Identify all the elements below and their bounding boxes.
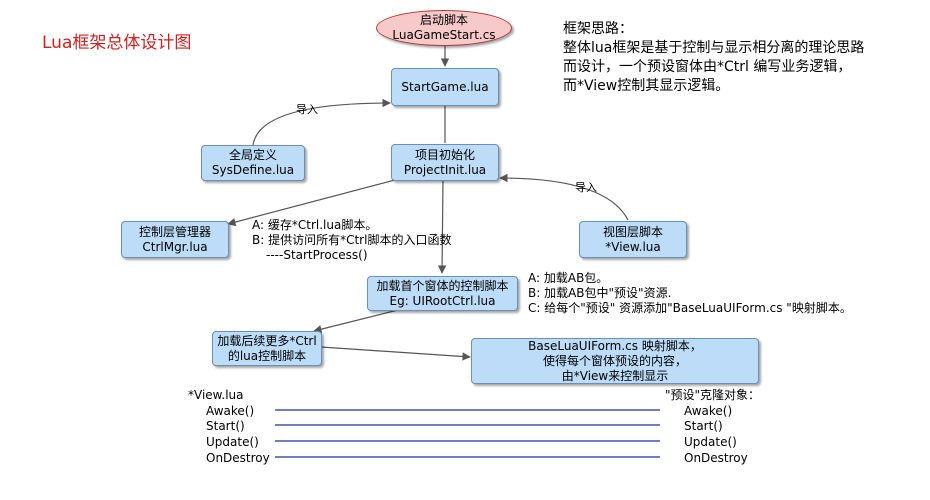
node-view: 视图层脚本 *View.lua [579, 221, 687, 258]
node-start-game: StartGame.lua [391, 68, 499, 106]
view-list-item: Update() [206, 435, 259, 450]
node-projectinit-line2: ProjectInit.lua [403, 162, 487, 177]
view-list-item: Start() [206, 419, 245, 434]
node-baselua-line1: BaseLuaUIForm.cs 映射脚本， [528, 338, 702, 353]
node-ctrlmgr-line2: CtrlMgr.lua [142, 239, 208, 254]
node-project-init: 项目初始化 ProjectInit.lua [391, 144, 499, 181]
edge-label-import-right: 导入 [575, 181, 597, 194]
node-sysdefine-line2: SysDefine.lua [211, 163, 295, 177]
arrow-sysdefine-import [252, 98, 391, 146]
notes-line-1: 整体lua框架是基于控制与显示相分离的理论思路 [563, 40, 865, 56]
node-start-line2: LuaGameStart.cs [392, 28, 496, 42]
node-start-line1: 启动脚本 [419, 13, 468, 27]
uiroot-note-c: C: 给每个"预设" 资源添加"BaseLuaUIForm.cs "映射脚本。 [528, 301, 852, 315]
prefab-list-item: Start() [684, 419, 723, 434]
prefab-list-item: Update() [684, 435, 737, 450]
ctrlmgr-note-b: B: 提供访问所有*Ctrl脚本的入口函数 [252, 233, 452, 247]
node-more-ctrl: 加载后续更多*Ctrl 的lua控制脚本 [212, 331, 322, 366]
view-list-item: Awake() [206, 403, 255, 418]
node-morectrl-line2: 的lua控制脚本 [227, 348, 307, 363]
node-base-lua-ui-form: BaseLuaUIForm.cs 映射脚本， 使得每个窗体预设的内容， 由*Vi… [471, 338, 759, 384]
ctrlmgr-note-c: ----StartProcess() [266, 248, 368, 262]
uiroot-note-a: A: 加载AB包。 [528, 271, 609, 285]
ctrlmgr-notes: A: 缓存*Ctrl.lua脚本。 B: 提供访问所有*Ctrl脚本的入口函数 … [252, 218, 451, 263]
notes-block: 框架思路： 整体lua框架是基于控制与显示相分离的理论思路 而设计，一个预设窗体… [563, 20, 864, 96]
arrow-uiroot-to-morectrl [313, 306, 411, 334]
arrow-projectinit-to-ctrlmgr [227, 179, 396, 227]
ctrlmgr-note-a: A: 缓存*Ctrl.lua脚本。 [252, 218, 378, 232]
node-projectinit-line1: 项目初始化 [414, 147, 475, 162]
node-ui-root-ctrl: 加载首个窗体的控制脚本 Eg: UIRootCtrl.lua [367, 276, 518, 311]
view-list-header: *View.lua [188, 388, 244, 402]
notes-line-2: 而设计，一个预设窗体由*Ctrl 编写业务逻辑， [563, 59, 852, 75]
view-lifecycle-list: *View.lua Awake() Start() Update() OnDes… [188, 388, 270, 467]
node-sysdefine-line1: 全局定义 [228, 148, 277, 162]
node-view-line2: *View.lua [605, 239, 661, 254]
edge-label-import-left: 导入 [296, 103, 318, 116]
arrow-projectinit-to-uiroot [437, 180, 447, 274]
uiroot-notes: A: 加载AB包。 B: 加载AB包中"预设"资源. C: 给每个"预设" 资源… [528, 271, 852, 316]
notes-heading: 框架思路： [563, 21, 633, 37]
node-ctrlmgr-line1: 控制层管理器 [138, 224, 211, 239]
node-sys-define: 全局定义 SysDefine.lua [201, 145, 305, 181]
uiroot-note-b: B: 加载AB包中"预设"资源. [528, 286, 672, 300]
diagram-title: Lua框架总体设计图 [42, 33, 192, 53]
node-lua-game-start: 启动脚本 LuaGameStart.cs [376, 10, 512, 46]
node-uiroot-line1: 加载首个窗体的控制脚本 [376, 278, 509, 293]
prefab-list-item: OnDestroy [684, 450, 748, 465]
node-morectrl-line1: 加载后续更多*Ctrl [217, 333, 317, 348]
node-uiroot-line2: Eg: UIRootCtrl.lua [389, 293, 496, 308]
view-list-item: OnDestroy [206, 450, 270, 465]
arrow-view-import [499, 173, 629, 221]
prefab-list-header: "预设"克隆对象： [665, 388, 761, 402]
node-baselua-line2: 使得每个窗体预设的内容， [542, 353, 687, 368]
prefab-list-item: Awake() [684, 403, 733, 418]
arrow-morectrl-to-baselua [320, 346, 471, 361]
notes-line-3: 而*View控制其显示逻辑。 [563, 78, 730, 94]
node-view-line1: 视图层脚本 [602, 224, 663, 239]
prefab-lifecycle-list: "预设"克隆对象： Awake() Start() Update() OnDes… [665, 388, 760, 467]
node-ctrl-mgr: 控制层管理器 CtrlMgr.lua [121, 221, 229, 258]
node-startgame-line1: StartGame.lua [401, 79, 489, 94]
node-baselua-line3: 由*View来控制显示 [561, 368, 669, 383]
